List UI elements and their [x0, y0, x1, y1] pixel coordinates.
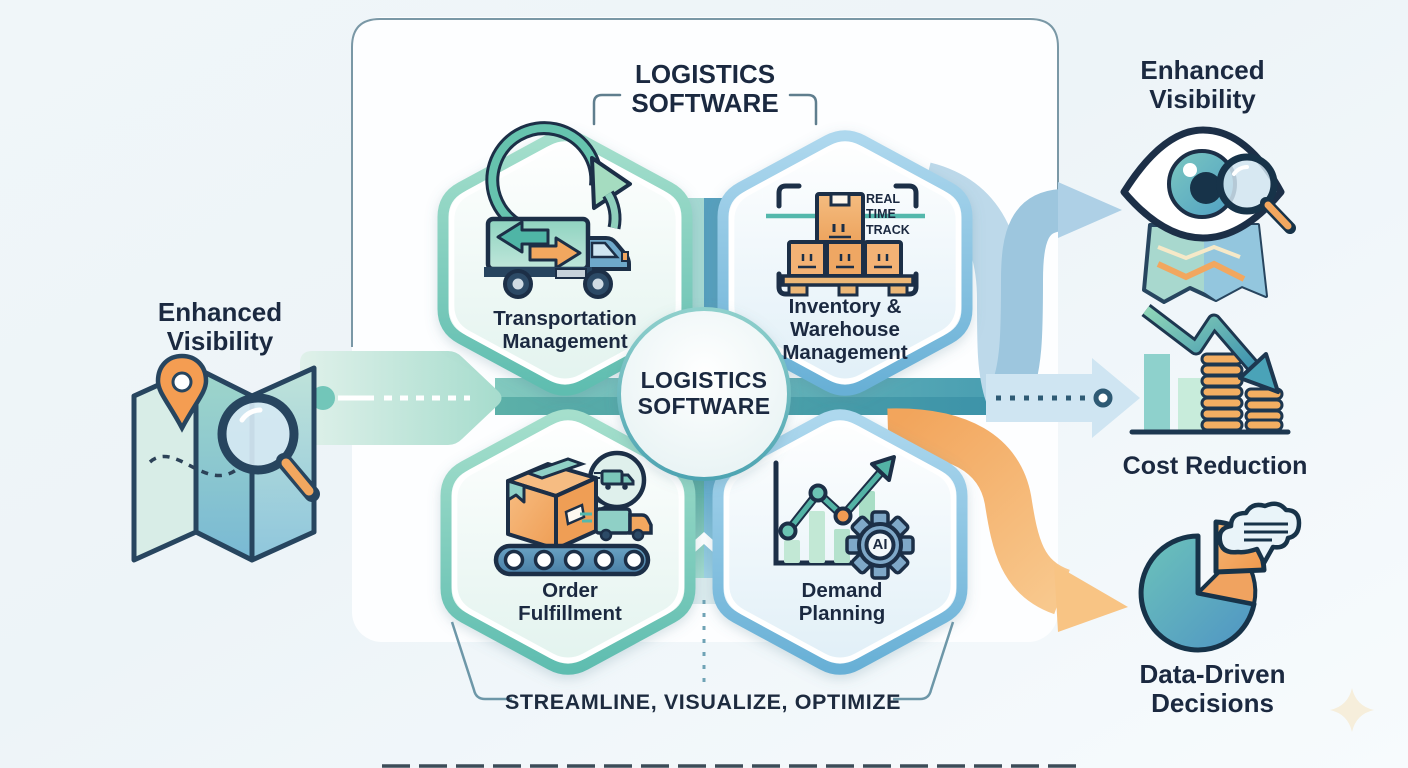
frame-outline [351, 18, 1059, 347]
diagram-title-line2: SOFTWARE [631, 88, 779, 119]
ai-gear-icon [845, 510, 915, 580]
arrowhead-to-visibility [1058, 182, 1122, 238]
title-bracket-right [788, 93, 818, 126]
orange-ribbon [887, 408, 1071, 615]
center-node-title: LOGISTICS SOFTWARE [624, 367, 784, 420]
hex-label-line: Transportation [493, 307, 637, 330]
left-flow-arrow [300, 351, 502, 445]
cost-reduction-icon [1129, 304, 1291, 435]
left-benefit-line1: Enhanced [157, 297, 283, 327]
hex-label-inventory: Inventory & Warehouse Management [745, 295, 945, 365]
benefit-line: Enhanced [1140, 55, 1265, 85]
pie-chart-icon [1138, 501, 1302, 653]
center-node-line1: LOGISTICS [640, 367, 768, 393]
badge-line: REAL [866, 192, 901, 206]
benefit-line: Decisions [1151, 688, 1274, 719]
benefit-line: Cost Reduction [1122, 452, 1308, 480]
ai-label: AI [872, 536, 888, 553]
diagram-title-line1: LOGISTICS [634, 59, 776, 89]
hex-label-transportation: Transportation Management [465, 307, 665, 354]
eye-map-icon [1120, 126, 1296, 304]
inventory-boxes-icon [766, 183, 925, 297]
hex-label-line: Warehouse [790, 317, 900, 341]
forecast-chart-icon [773, 455, 915, 580]
badge-line: TIME [866, 207, 896, 222]
real-time-track-badge: REAL TIME TRACK [866, 192, 920, 238]
tagline: STREAMLINE, VISUALIZE, OPTIMIZE [504, 690, 902, 714]
hex-label-order: Order Fulfillment [470, 579, 670, 626]
diagram-title: LOGISTICS SOFTWARE [555, 59, 855, 119]
center-circle[interactable] [617, 307, 791, 481]
left-benefit-line2: Visibility [166, 326, 274, 357]
conveyor-icon [493, 450, 653, 577]
badge-line: TRACK [866, 222, 910, 237]
hex-label-line: Demand [801, 579, 883, 602]
hex-label-line: Fulfillment [518, 601, 622, 625]
middle-arrow [986, 358, 1140, 438]
hex-label-line: Planning [798, 601, 886, 625]
tagline-connectors [382, 600, 1085, 768]
hex-label-line: Management [782, 340, 908, 364]
hex-label-line: Order [542, 579, 598, 602]
truck-icon [484, 121, 632, 299]
sparkle-icon [1330, 688, 1374, 732]
left-benefit-title: Enhanced Visibility [115, 297, 325, 357]
benefit-data-driven: Data-Driven Decisions [1105, 659, 1320, 719]
benefit-line: Data-Driven [1139, 659, 1286, 689]
benefit-line: Visibility [1149, 84, 1256, 115]
hex-label-demand: Demand Planning [742, 579, 942, 626]
hex-label-line: Management [502, 329, 628, 353]
center-node-line2: SOFTWARE [637, 392, 771, 419]
hex-label-line: Inventory & [788, 295, 902, 318]
arrowhead-to-decisions [1054, 564, 1128, 632]
benefit-enhanced-visibility: Enhanced Visibility [1105, 55, 1300, 115]
title-bracket-left [592, 93, 622, 126]
benefit-cost-reduction: Cost Reduction [1100, 452, 1330, 480]
map-magnifier-icon [131, 353, 320, 563]
